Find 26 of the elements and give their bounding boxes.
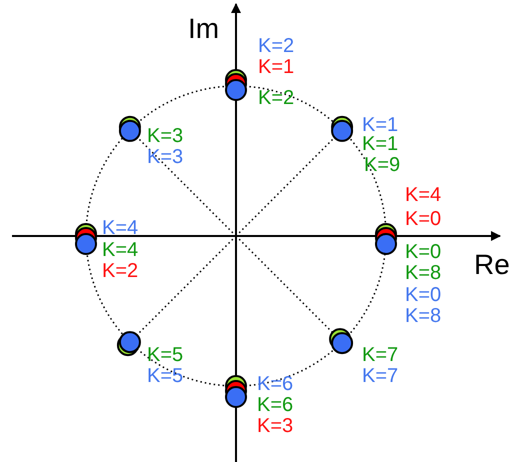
point-label: K=0 [405, 209, 442, 230]
point-label: K=1 [258, 57, 294, 78]
point-label: K=8 [405, 306, 442, 327]
point-label: K=8 [405, 263, 442, 284]
point-label: K=4 [405, 185, 442, 206]
point-label: K=3 [147, 126, 184, 147]
point-label: K=4 [102, 240, 138, 261]
point-label: K=6 [257, 395, 294, 416]
point-label: K=5 [147, 345, 184, 366]
point-label: K=2 [258, 36, 294, 57]
point-label: K=4 [102, 218, 138, 239]
point-label: K=7 [362, 366, 398, 387]
point-label: K=1 [362, 115, 398, 136]
point-label: K=7 [362, 345, 398, 366]
point-label: K=0 [405, 242, 442, 263]
point-label: K=0 [405, 285, 442, 306]
point-label: K=9 [364, 155, 400, 176]
point-label: K=1 [362, 134, 398, 155]
point-label: K=6 [257, 374, 294, 395]
point-label: K=2 [102, 261, 138, 282]
axis-label: Re [474, 250, 510, 280]
point-label: K=5 [147, 366, 184, 387]
point-label: K=3 [147, 147, 184, 168]
point-label: K=3 [257, 416, 294, 437]
point-label: K=2 [258, 88, 294, 109]
axis-label: Im [188, 14, 220, 44]
